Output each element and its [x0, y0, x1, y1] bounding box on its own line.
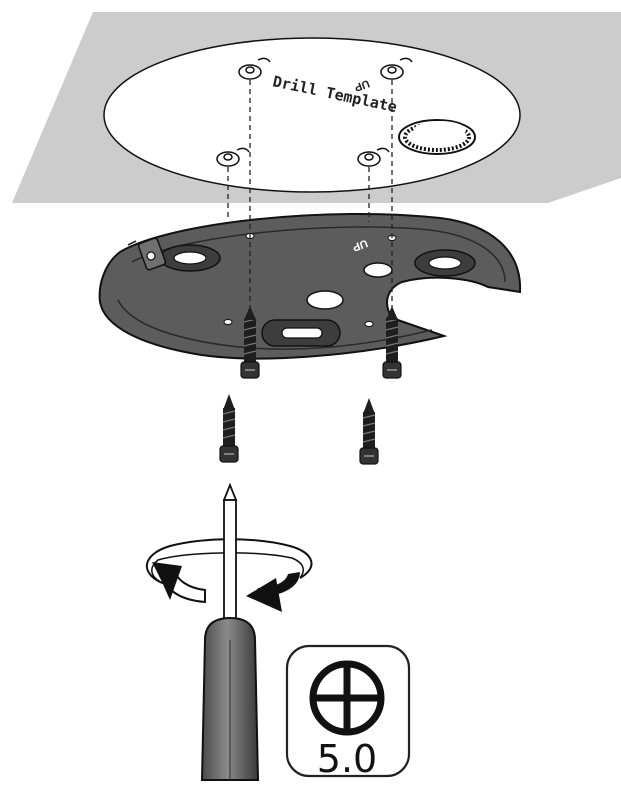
phillips-size-badge: 5.0 [287, 646, 409, 781]
keyhole-slot-bottom [262, 320, 340, 346]
up-hole [364, 263, 392, 277]
center-hole [307, 291, 343, 309]
screw-lower-left [220, 394, 238, 462]
keyhole-slot-left [160, 245, 220, 271]
drill-template: Drill Template UP [104, 38, 520, 192]
screwdriver [202, 485, 258, 780]
bit-size-label: 5.0 [317, 737, 377, 781]
keyhole-slot-right [415, 250, 475, 276]
mounting-plate: UP [100, 214, 520, 359]
phillips-cross-icon [311, 662, 383, 734]
screw-lower-right [360, 398, 378, 464]
cable-knockout-ring [399, 120, 475, 154]
